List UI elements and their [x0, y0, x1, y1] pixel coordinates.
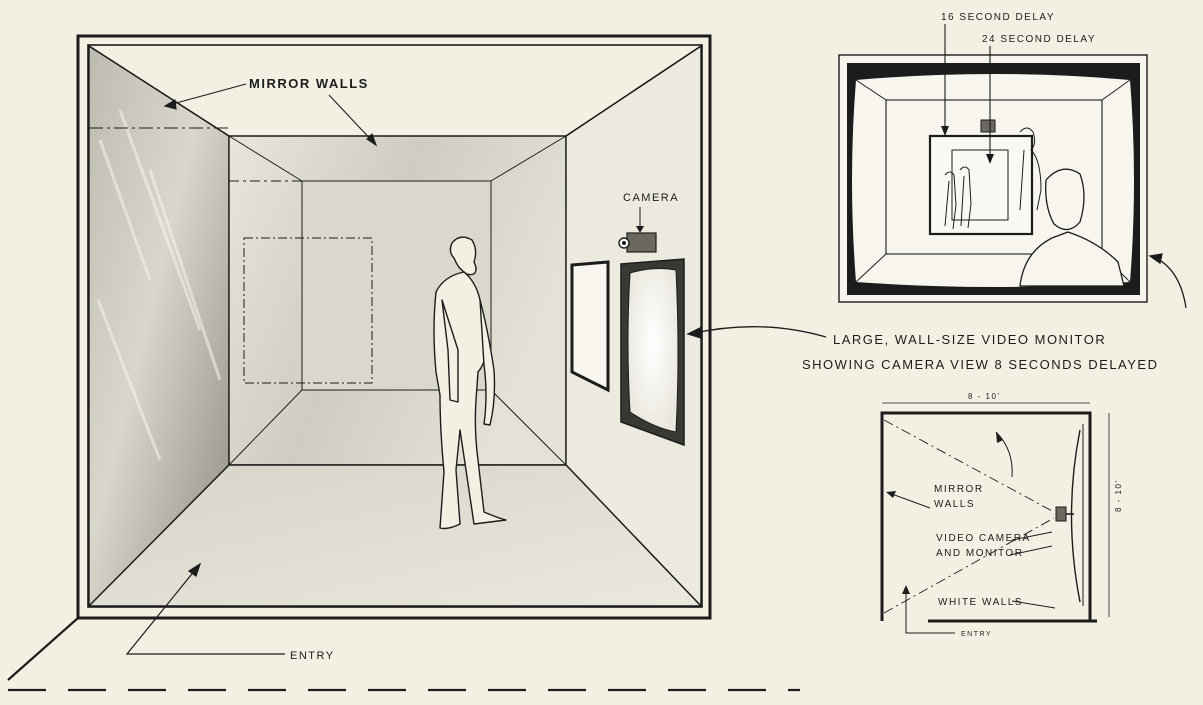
plan-mirror-label-1: MIRROR: [934, 484, 984, 495]
floor-plan: [880, 402, 1110, 634]
plan-sightline-1: [883, 419, 1055, 513]
plan-camera-icon: [1055, 506, 1067, 522]
ceiling-edge-right: [565, 45, 702, 137]
monitor-callout-arrow: [686, 326, 827, 339]
plan-sightline-2: [883, 517, 1055, 614]
outer-frame: [76, 34, 712, 620]
tv-callout-arrow: [1148, 253, 1187, 309]
tv-inset: [838, 54, 1148, 303]
tv-inner-room: [885, 99, 1103, 255]
delay-24-label: 24 SECOND DELAY: [982, 34, 1096, 45]
plan-dim-width-label: 8 - 10': [968, 392, 1000, 401]
reflected-doorway: [243, 237, 373, 384]
mirror-walls-leaders: [163, 83, 378, 147]
inner-frame: [87, 44, 703, 608]
mirror-reflection-streaks: [96, 109, 222, 461]
plan-monitor-arc: [1070, 429, 1081, 603]
plan-camera-label-2: AND MONITOR: [936, 548, 1023, 559]
tv-nested-monitor-2: [951, 149, 1009, 221]
plan-leaders: [888, 431, 1056, 634]
reflection-diagonal-2: [490, 135, 567, 182]
plan-dim-depth-label: 8 - 10': [1114, 480, 1123, 512]
plan-arrowheads: [886, 432, 1003, 594]
entry-arrow: [125, 562, 285, 655]
tv-face-figure: [1019, 168, 1125, 287]
reflection-diagonal-1: [228, 135, 303, 182]
camera-icon: [618, 207, 657, 253]
reflection-diagonal-3: [228, 389, 303, 466]
tv-tiny-figures: [944, 127, 1042, 230]
tv-nested-monitor: [928, 134, 1034, 236]
mirror-walls-label: MIRROR WALLS: [249, 76, 369, 91]
caption-line-2: SHOWING CAMERA VIEW 8 SECONDS DELAYED: [802, 357, 1158, 372]
entry-diagonal-line: [7, 617, 79, 681]
ceiling-edge-left: [88, 45, 230, 137]
plan-entry-label: ENTRY: [961, 631, 992, 638]
camera-label: CAMERA: [623, 192, 679, 204]
room-perspective: [76, 34, 712, 620]
wall-monitor-screen: [627, 268, 679, 433]
delay-16-label: 16 SECOND DELAY: [941, 12, 1055, 23]
plan-mirror-label-2: WALLS: [934, 499, 975, 510]
side-monitor: [570, 260, 610, 393]
plan-walls: [880, 411, 1092, 621]
caption-line-1: LARGE, WALL-SIZE VIDEO MONITOR: [833, 332, 1106, 347]
entry-label: ENTRY: [290, 650, 335, 662]
tv-camera-icon: [980, 119, 996, 133]
plan-camera-label-1: VIDEO CAMERA: [936, 533, 1031, 544]
standing-man: [433, 236, 507, 530]
plan-white-walls-label: WHITE WALLS: [938, 597, 1023, 608]
reflection-diagonal-4: [490, 389, 567, 466]
